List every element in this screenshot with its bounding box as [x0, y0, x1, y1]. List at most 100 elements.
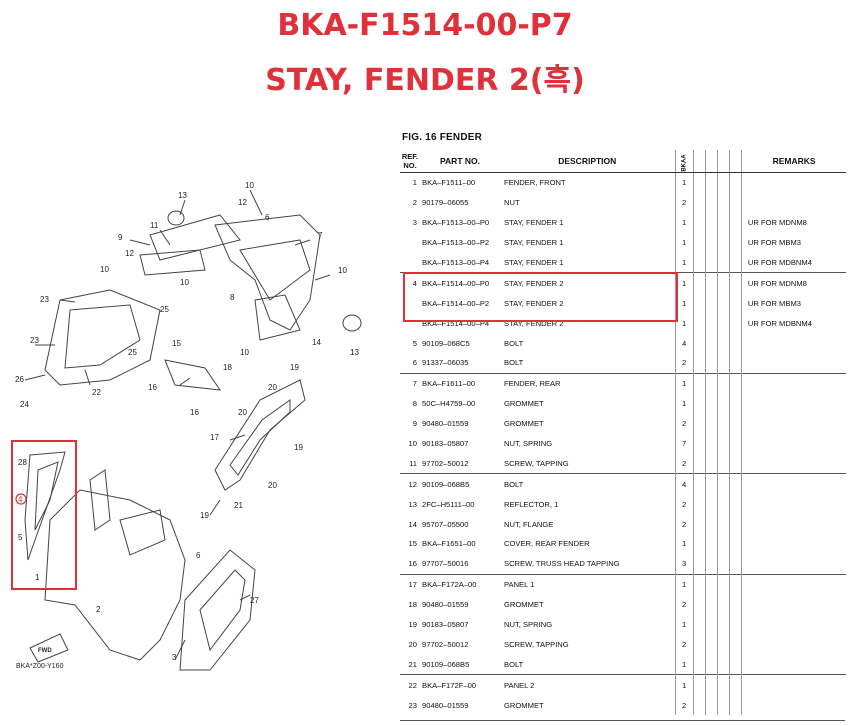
qty-cell: 1	[674, 534, 694, 554]
svg-text:20: 20	[268, 383, 277, 392]
svg-text:10: 10	[180, 278, 189, 287]
description-cell: STAY, FENDER 1	[504, 258, 564, 267]
part-no-cell: BKA–F1514–00–P2	[422, 298, 490, 308]
ref-cell: 5	[412, 338, 417, 348]
svg-text:5: 5	[18, 533, 23, 542]
remarks-cell: UR FOR MDNM8	[740, 272, 847, 294]
svg-text:11: 11	[150, 221, 159, 230]
qty-cell: 2	[674, 453, 694, 474]
ref-cell	[400, 253, 420, 273]
description-cell: BOLT	[500, 473, 675, 495]
svg-text:16: 16	[148, 383, 157, 392]
svg-text:12: 12	[125, 249, 134, 258]
highlight-box-diagram	[11, 440, 77, 590]
description-cell: BOLT	[504, 358, 524, 368]
ref-cell: 2	[412, 198, 417, 208]
remarks-cell: UR FOR MBM3	[740, 293, 847, 314]
description-cell: FENDER, FRONT	[504, 178, 566, 188]
remarks-cell	[740, 614, 847, 635]
svg-text:3: 3	[172, 653, 177, 662]
svg-text:BKA*Z00-Y160: BKA*Z00-Y160	[16, 663, 64, 670]
svg-text:7: 7	[318, 231, 323, 240]
reflector-left	[167, 210, 185, 226]
qty-cell: 1	[674, 393, 694, 414]
qty-cell: 4	[674, 473, 694, 495]
table-row: 8 50C–H4759–00 GROMMET 1	[400, 393, 847, 414]
exploded-parts-diagram: 13 10 12 11 9 12 6 10 10 8 7 10 23 25 23…	[11, 181, 362, 671]
fwd-arrow	[29, 633, 69, 663]
description-cell: STAY, FENDER 2	[504, 298, 564, 308]
ref-cell: 1	[412, 178, 417, 188]
col-ref: REF. NO.	[400, 150, 420, 173]
remarks-cell	[740, 333, 847, 354]
svg-text:25: 25	[160, 305, 169, 314]
part-no-cell: 90480–01559	[422, 700, 469, 710]
highlight-box-table	[403, 272, 678, 322]
remarks-cell	[740, 473, 847, 495]
svg-text:10: 10	[338, 266, 347, 275]
svg-text:1: 1	[35, 573, 40, 582]
svg-text:6: 6	[196, 551, 201, 560]
col-qty-bkaa: BKAA	[674, 150, 694, 173]
qty-cell: 1	[674, 654, 694, 675]
part-no-cell: BKA–F1513–00–P2	[422, 238, 490, 248]
remarks-cell	[740, 674, 847, 696]
ref-cell: 8	[412, 399, 417, 409]
remarks-cell	[740, 172, 847, 193]
description-cell: SCREW, TAPPING	[504, 458, 569, 468]
remarks-cell	[740, 654, 847, 675]
part-code-title: BKA-F1514-00-P7	[277, 8, 573, 43]
description-cell: GROMMET	[504, 600, 544, 610]
part-no-cell: BKA–F1513–00–P4	[422, 258, 490, 267]
part-no-cell: BKA–F172F–00	[420, 674, 500, 696]
description-cell: COVER, REAR FENDER	[504, 539, 590, 549]
ref-cell: 17	[400, 573, 420, 595]
qty-cell: 1	[674, 172, 694, 193]
part-no-cell: 90183–05807	[422, 620, 469, 630]
description-cell: PANEL 2	[500, 674, 675, 696]
part-no-cell: 97707–50016	[422, 559, 469, 569]
svg-text:FWD: FWD	[38, 648, 52, 654]
description-cell: GROMMET	[504, 399, 544, 409]
remarks-cell	[740, 372, 847, 394]
remarks-cell	[740, 393, 847, 414]
diagram-callouts: 13 10 12 11 9 12 6 10 10 8 7 10 23 25 23…	[15, 181, 359, 670]
qty-cell: 1	[674, 674, 694, 696]
qty-cell: 1	[674, 252, 694, 273]
remarks-cell: UR FOR MDBNM4	[740, 313, 847, 334]
description-cell: GROMMET	[504, 419, 544, 429]
qty-cell: 1	[674, 573, 694, 595]
qty-cell: 1	[674, 614, 694, 635]
remarks-cell	[740, 634, 847, 655]
svg-text:24: 24	[20, 400, 29, 409]
qty-cell: 1	[674, 232, 694, 253]
part-no-cell: 50C–H4759–00	[422, 399, 476, 409]
remarks-cell	[740, 413, 847, 434]
part-no-cell: BKA–F1611–00	[420, 372, 500, 394]
ref-cell: 6	[412, 358, 417, 368]
description-cell: STAY, FENDER 1	[504, 218, 564, 228]
stay-fender-2	[24, 451, 66, 561]
figure-title: FIG. 16 FENDER	[402, 132, 483, 143]
svg-text:21: 21	[234, 501, 243, 510]
ref-cell	[400, 233, 420, 253]
remarks-cell	[740, 433, 847, 454]
qty-cell: 2	[674, 353, 694, 374]
